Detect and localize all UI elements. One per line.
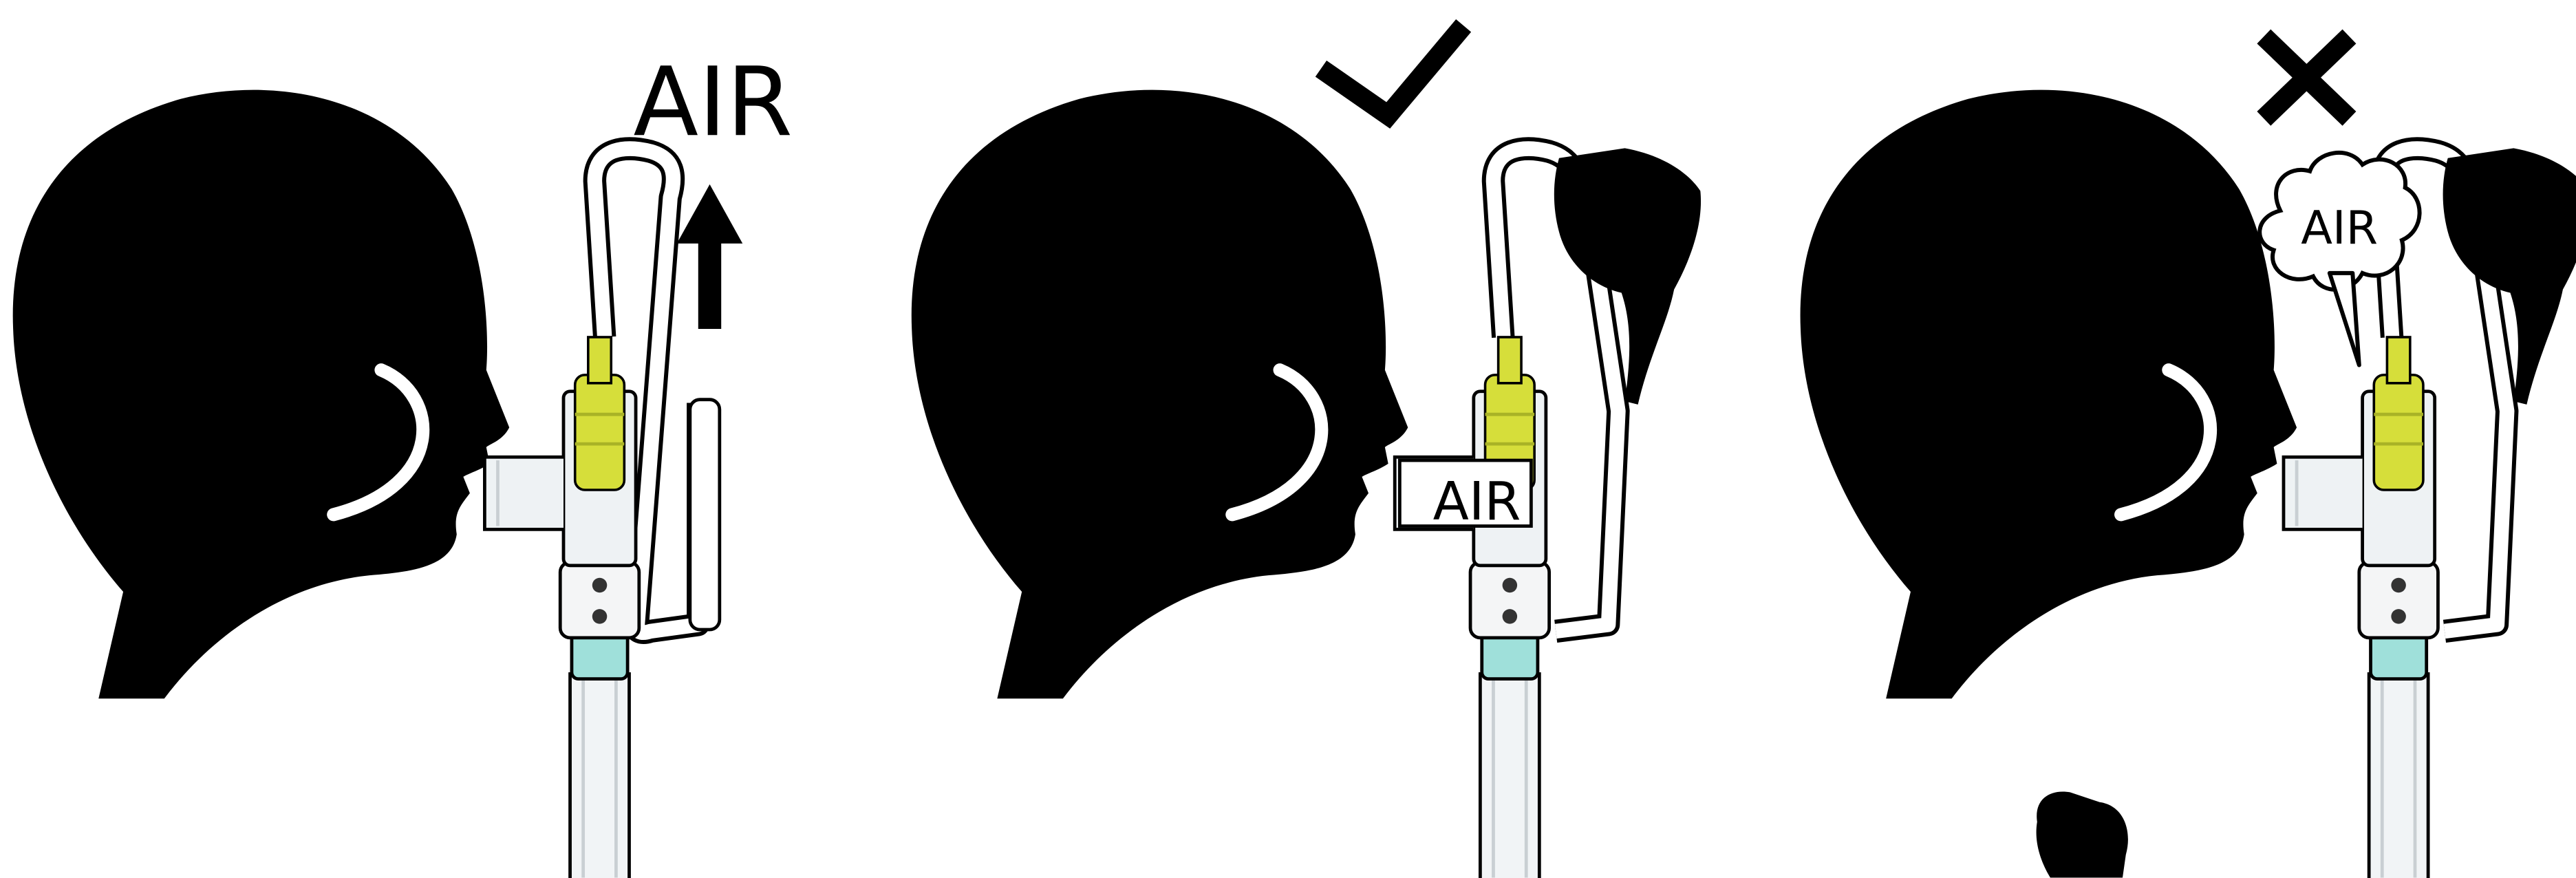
air-label: AIR (2301, 201, 2378, 255)
head-silhouette (13, 90, 510, 699)
check-icon (1329, 33, 1457, 115)
panel-exhale: AIR (13, 46, 793, 878)
nebulizer-device (1395, 337, 1549, 878)
nebulizer-device (2284, 337, 2438, 878)
up-arrow-icon (677, 184, 743, 329)
head-silhouette (1801, 90, 2297, 699)
air-label: AIR (633, 46, 793, 158)
panel-correct: AIR (912, 33, 1701, 878)
dropped-hand (2037, 791, 2128, 877)
nebulizer-device (484, 337, 638, 878)
pinching-hand (1554, 148, 1701, 404)
air-label: AIR (1433, 471, 1521, 533)
panel-incorrect: AIR (1801, 36, 2576, 878)
head-silhouette (912, 90, 1408, 699)
cross-icon (2264, 36, 2349, 118)
